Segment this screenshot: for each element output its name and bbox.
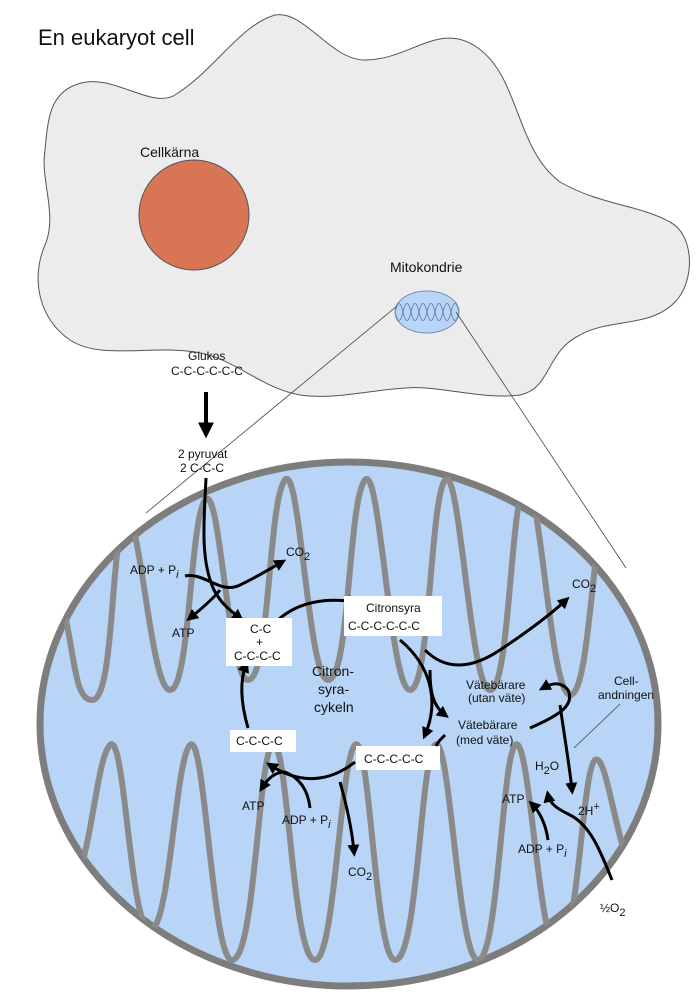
nucleus-label: Cellkärna [140, 144, 199, 160]
carrier-load-arrow [428, 669, 449, 718]
mitochondrion-label: Mitokondrie [390, 259, 463, 275]
cycle-co2-arrow [338, 781, 360, 857]
small-mitochondrion [394, 290, 460, 334]
pyruvate-co2-arrow [184, 559, 287, 589]
c5-box [356, 746, 440, 770]
c4-label: C-C-C-C [236, 734, 283, 748]
citric-acid-label: Citronsyra [366, 601, 421, 615]
pyruvate-label: 2 pyruvat [178, 447, 228, 461]
acetyl-bottom: C-C-C-C [234, 649, 281, 663]
co2-label-1: CO2 [286, 545, 310, 563]
c5-label: C-C-C-C-C [364, 752, 424, 766]
adp-pi-label-1: ADP + Pi [130, 563, 179, 581]
respiration-return-arrow [529, 679, 572, 730]
adp-pi-label-2: ADP + Pi [282, 813, 331, 831]
acetyl-top: C-C [250, 622, 272, 636]
respiration-label-1: Cell- [614, 674, 639, 688]
cycle-arrow-4 [237, 660, 250, 729]
h2o-label: H2O [535, 759, 559, 777]
respiration-h-arrow [558, 704, 578, 795]
glucose-formula: C-C-C-C-C-C [171, 364, 243, 378]
cycle-name-3: cykeln [314, 699, 354, 715]
pyruvate-atp-arrow [186, 589, 222, 621]
zoom-line-right [455, 311, 627, 569]
pyruvate-entry-arrow [202, 477, 244, 621]
citric-co2-arrow [423, 596, 570, 667]
carrier-empty-1: Vätebärare [466, 678, 526, 692]
c4-box [230, 730, 296, 752]
co2-label-2: CO2 [572, 577, 596, 595]
cycle-name-1: Citron- [312, 663, 354, 679]
diagram-title: En eukaryot cell [38, 25, 195, 50]
nucleus [138, 159, 250, 271]
respiration-label-2: andningen [598, 688, 654, 702]
atp-label-3: ATP [502, 792, 524, 806]
respiration-atp-arrow [528, 800, 550, 841]
large-mitochondrion [36, 458, 662, 990]
cycle-atp-arrow [259, 770, 312, 809]
zoom-line-left [145, 305, 398, 514]
atp-label-1: ATP [172, 626, 194, 640]
adp-pi-label-3: ADP + Pi [518, 842, 567, 860]
respiration-pointer [573, 703, 621, 749]
acetyl-plus: + [256, 635, 263, 649]
carrier-full-2: (med väte) [456, 733, 513, 747]
atp-label-2: ATP [242, 799, 264, 813]
oxygen-arrow [543, 790, 614, 881]
half-o2-label: ½O2 [600, 901, 625, 919]
acetyl-box [226, 618, 292, 666]
carrier-full-1: Vätebärare [458, 718, 518, 732]
citric-acid-box [344, 596, 442, 636]
citric-acid-formula: C-C-C-C-C-C [348, 619, 420, 633]
carrier-empty-2: (utan väte) [468, 691, 525, 705]
two-h-label: 2H+ [578, 801, 600, 818]
cycle-arrow-3 [266, 760, 356, 780]
cycle-name-2: syra- [318, 681, 349, 697]
cytoplasm [37, 14, 690, 397]
carrier-c5-link [434, 733, 447, 747]
co2-label-3: CO2 [348, 865, 372, 883]
pyruvate-formula: 2 C-C-C [180, 461, 224, 475]
glucose-label: Glukos [188, 349, 225, 363]
